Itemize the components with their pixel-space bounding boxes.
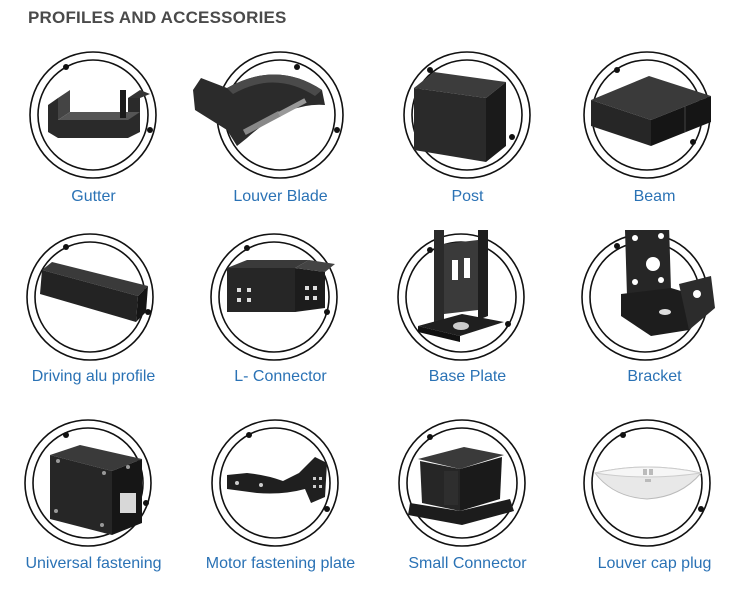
product-label: Base Plate [428, 368, 507, 385]
bracket-icon [581, 230, 715, 361]
product-label: Bracket [627, 368, 682, 385]
product-card-louver-blade[interactable]: Louver Blade [187, 50, 374, 220]
product-label: Louver Blade [233, 188, 328, 205]
product-card-small-connector[interactable]: Small Connector [374, 415, 561, 590]
product-card-louver-cap-plug[interactable]: Louver cap plug [561, 415, 748, 590]
gutter-icon [29, 51, 157, 179]
product-card-motor-fastening-plate[interactable]: Motor fastening plate [187, 415, 374, 590]
driving-alu-profile-icon [26, 233, 154, 361]
base-plate-icon [397, 230, 525, 361]
product-label: Gutter [71, 188, 116, 205]
product-card-beam[interactable]: Beam [561, 50, 748, 220]
page-title: PROFILES AND ACCESSORIES [28, 8, 287, 27]
product-label: Motor fastening plate [205, 555, 356, 572]
product-label: L- Connector [234, 368, 327, 385]
product-card-bracket[interactable]: Bracket [561, 230, 748, 400]
post-icon [403, 51, 531, 179]
l-connector-icon [210, 233, 338, 361]
product-card-base-plate[interactable]: Base Plate [374, 230, 561, 400]
product-card-post[interactable]: Post [374, 50, 561, 220]
product-card-gutter[interactable]: Gutter [0, 50, 187, 220]
product-label: Small Connector [408, 555, 527, 572]
product-card-l-connector[interactable]: L- Connector [187, 230, 374, 400]
product-label: Louver cap plug [597, 555, 712, 572]
small-connector-icon [398, 419, 526, 547]
product-label: Driving alu profile [31, 368, 156, 385]
universal-fastening-icon [24, 419, 152, 547]
product-card-driving-alu-profile[interactable]: Driving alu profile [0, 230, 187, 400]
product-label: Post [451, 188, 484, 205]
louver-cap-plug-icon [583, 419, 711, 547]
product-label: Universal fastening [25, 555, 162, 572]
motor-fastening-plate-icon [211, 419, 339, 547]
product-label: Beam [633, 188, 676, 205]
product-card-universal-fastening[interactable]: Universal fastening [0, 415, 187, 590]
beam-icon [583, 51, 711, 179]
louver-blade-icon [193, 51, 344, 179]
